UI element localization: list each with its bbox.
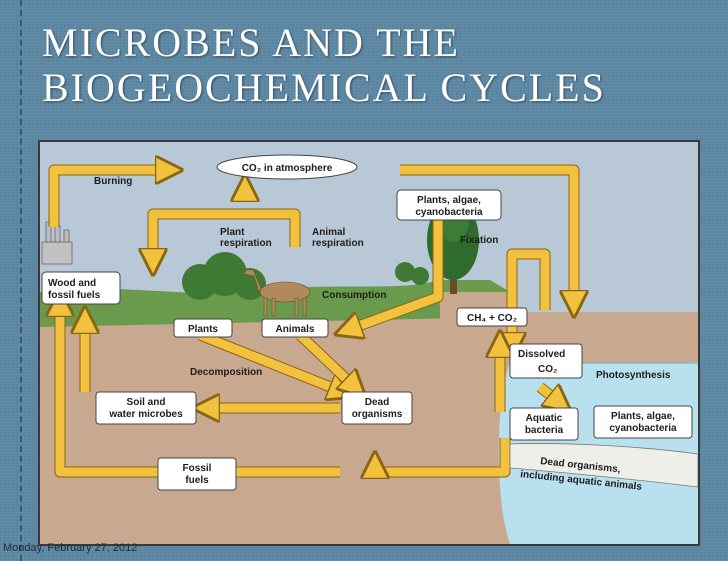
arrow-fossil-wood [60,297,340,477]
diagram-canvas: CO₂ in atmosphere Burning Plants, algae,… [40,142,698,544]
plants-algae-top-line2: cyanobacteria [415,207,483,218]
plants-label: Plants [188,324,218,335]
dissolved-co2-node: Dissolved CO₂ [509,343,583,379]
decomposition-label: Decomposition [190,367,262,378]
dissolved-label: Dissolved [518,349,565,360]
plant-respiration-line1: Plant [220,227,245,238]
cliff [440,292,510,544]
plant-respiration-line2: respiration [220,238,272,249]
aquatic-bacteria-node: Aquatic bacteria [509,407,579,441]
arrow-burning [49,170,175,227]
burning-label: Burning [94,176,132,187]
soil-microbes-line1: Soil and [127,397,166,408]
animal-respiration-line2: respiration [312,238,364,249]
title-line-1: MICROBES AND THE [42,20,460,65]
ch4-co2-label: CH₄ + CO₂ [467,313,517,324]
stitched-border [20,0,22,561]
co2-atmosphere-label: CO₂ in atmosphere [242,163,333,174]
wood-fossil-node: Wood and fossil fuels [41,271,121,305]
factory-icon [41,221,73,265]
plants-algae-top-node: Plants, algae, cyanobacteria [396,189,502,221]
fossil-fuels-node: Fossil fuels [157,457,237,491]
deer-icon [243,269,311,317]
plants-algae-bottom-line1: Plants, algae, [611,411,675,422]
arrow-ch4-loop [512,249,550,352]
fixation-label: Fixation [460,235,498,246]
dead-organisms-node: Dead organisms [341,391,413,425]
dead-organisms-line1: Dead [365,397,389,408]
plants-illustration [182,252,429,300]
fossil-fuels-line1: Fossil [183,463,212,474]
plants-node: Plants [173,318,233,338]
dissolved-co2-label: CO₂ [538,364,557,375]
aquatic-bacteria-line2: bacteria [525,425,564,436]
plants-algae-bottom-line2: cyanobacteria [609,423,677,434]
aquatic-bacteria-line1: Aquatic [526,413,563,424]
arrow-photosynthesis [537,387,565,407]
footer-date: Monday, February 27, 2012 [3,542,138,554]
wood-fossil-line1: Wood and [48,278,96,289]
title-line-2: BIOGEOCHEMICAL CYCLES [42,65,606,110]
ch4-co2-node: CH₄ + CO₂ [456,307,528,327]
cycle-arrows [54,170,574,472]
dead-organisms-line2: organisms [352,409,403,420]
arrow-dead-fossil [375,438,510,472]
sediment-band [509,443,698,488]
photosynthesis-label: Photosynthesis [596,370,671,381]
animal-respiration-line1: Animal [312,227,346,238]
co2-atmosphere-node: CO₂ in atmosphere [216,154,358,180]
arrow-co2-to-plants [400,165,574,310]
soil-microbes-line2: water microbes [108,409,183,420]
plants-algae-top-line1: Plants, algae, [417,195,481,206]
arrow-consumption [342,214,443,332]
animals-label: Animals [276,324,315,335]
animals-node: Animals [261,318,329,338]
arrow-plants-dead [198,330,348,394]
fossil-fuels-line2: fuels [185,475,209,486]
consumption-label: Consumption [322,290,386,301]
plants-algae-bottom-node: Plants, algae, cyanobacteria [593,405,693,439]
soil-microbes-node: Soil and water microbes [95,391,197,425]
arrow-respiration [153,209,300,268]
arrow-animals-dead [296,331,360,392]
carbon-cycle-diagram: CO₂ in atmosphere Burning Plants, algae,… [38,140,700,546]
slide-title: MICROBES AND THE BIOGEOCHEMICAL CYCLES [42,20,606,110]
wood-fossil-line2: fossil fuels [48,290,101,301]
